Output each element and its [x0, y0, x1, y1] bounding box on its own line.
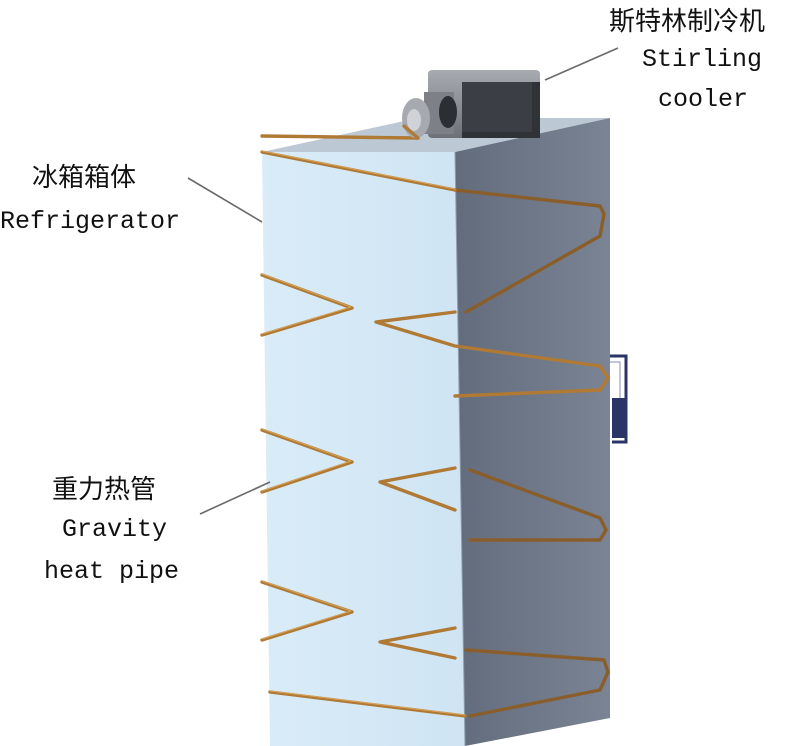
heat-pipe-label-en-line1: Gravity	[62, 515, 167, 544]
cabinet-side-face	[455, 118, 610, 746]
cooler-leader-line	[544, 47, 619, 81]
refrigerator-label-en: Refrigerator	[0, 207, 180, 236]
heat-pipe-label-en-line2: heat pipe	[44, 557, 179, 586]
heat-pipe-label-zh: 重力热管	[52, 475, 156, 505]
refrigerator-label-zh: 冰箱箱体	[32, 163, 136, 193]
heat-pipe	[260, 134, 610, 718]
cooler-label-en-line2: cooler	[658, 85, 748, 114]
cooler-label-en-line1: Stirling	[642, 45, 762, 74]
side-bracket	[610, 354, 628, 444]
refrigerator-cabinet	[262, 118, 610, 746]
heat-pipe-side	[453, 188, 610, 718]
refrigerator-leader-line	[187, 177, 263, 223]
cabinet-edge	[454, 151, 466, 746]
heat-pipe-leader-line	[199, 481, 271, 515]
cabinet-front-face	[262, 152, 465, 746]
stirling-cooler	[402, 70, 540, 140]
cooler-label-zh: 斯特林制冷机	[609, 7, 765, 37]
